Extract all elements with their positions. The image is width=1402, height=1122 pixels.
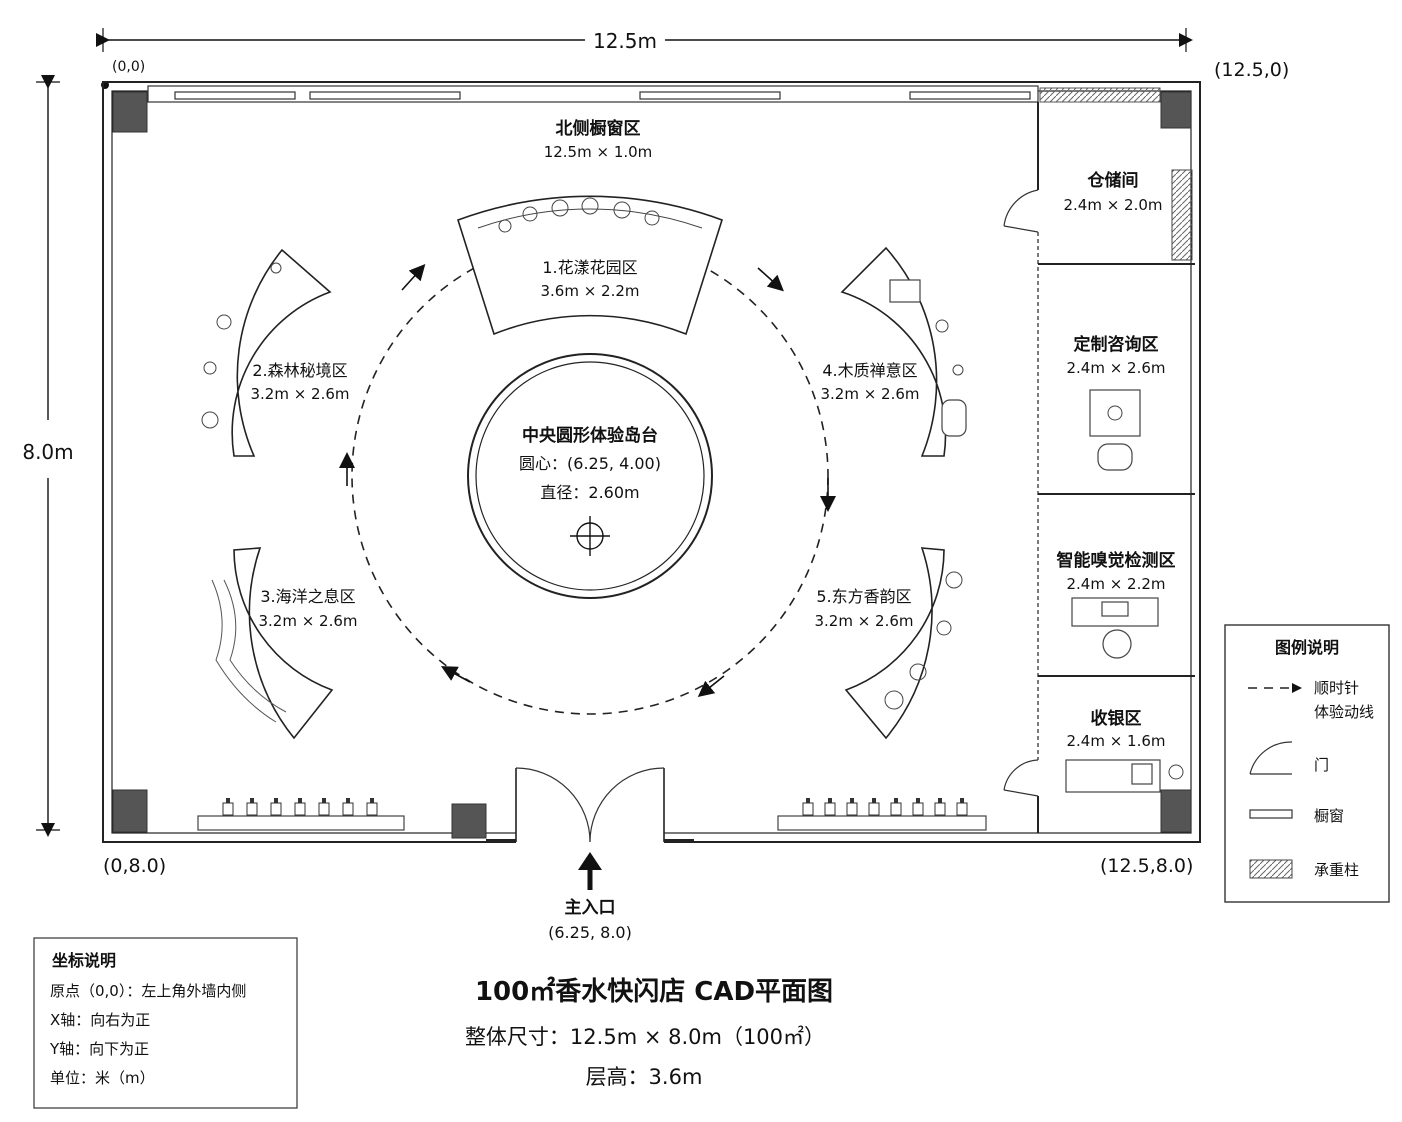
corner-origin: (0,0) — [112, 59, 145, 75]
zone-3-size: 3.2m × 2.6m — [258, 612, 357, 630]
coord-note-line-4: 单位：米（m） — [50, 1069, 155, 1087]
storage-size: 2.4m × 2.0m — [1063, 196, 1162, 214]
zone-2-name: 2.森林秘境区 — [252, 361, 347, 380]
south-shelves — [197, 815, 987, 831]
consult-size: 2.4m × 2.6m — [1066, 359, 1165, 377]
consult-name: 定制咨询区 — [1074, 334, 1159, 355]
coord-note: 坐标说明 原点（0,0）：左上角外墙内侧 X轴：向右为正 Y轴：向下为正 单位：… — [33, 937, 298, 1109]
zone-5-size: 3.2m × 2.6m — [814, 612, 913, 630]
perfume-bottle-icon — [294, 798, 306, 816]
zone-4-name: 4.木质禅意区 — [822, 361, 917, 380]
height-label: 8.0m — [22, 440, 73, 464]
central-island-diameter: 直径：2.60m — [540, 483, 639, 502]
zone-1-size: 3.6m × 2.2m — [540, 282, 639, 300]
entrance-doors — [486, 767, 694, 843]
central-island — [467, 353, 713, 599]
perfume-bottles-left — [222, 798, 378, 816]
smell-name: 智能嗅觉检测区 — [1057, 550, 1176, 571]
zone-4-size: 3.2m × 2.6m — [820, 385, 919, 403]
zone-1-display — [457, 195, 723, 336]
entrance-coord: (6.25, 8.0) — [548, 923, 632, 942]
coord-note-line-1: 原点（0,0）：左上角外墙内侧 — [50, 982, 246, 1000]
entrance-label: 主入口 — [565, 897, 616, 918]
legend-door-label: 门 — [1314, 756, 1329, 774]
window-legend-icon — [1249, 809, 1293, 819]
corner-top-right: (12.5,0) — [1214, 59, 1289, 81]
width-dimension: 12.5m — [96, 28, 1193, 53]
perfume-bottle-icon — [846, 798, 858, 816]
zone-3-name: 3.海洋之息区 — [260, 587, 355, 606]
checkout-size: 2.4m × 1.6m — [1066, 732, 1165, 750]
perfume-bottle-icon — [912, 798, 924, 816]
perfume-bottle-icon — [890, 798, 902, 816]
corner-bottom-right: (12.5,8.0) — [1100, 855, 1193, 877]
coord-note-title: 坐标说明 — [52, 951, 116, 970]
perfume-bottle-icon — [246, 798, 258, 816]
perfume-bottle-icon — [318, 798, 330, 816]
smell-size: 2.4m × 2.2m — [1066, 575, 1165, 593]
zone-5-name: 5.东方香韵区 — [816, 587, 911, 606]
perfume-bottle-icon — [342, 798, 354, 816]
legend-dash-label-1: 顺时针 — [1314, 679, 1359, 697]
columns — [112, 91, 1192, 839]
central-island-name: 中央圆形体验岛台 — [522, 425, 658, 446]
north-window-size: 12.5m × 1.0m — [544, 143, 653, 161]
height-dimension: 8.0m — [22, 75, 74, 837]
coord-note-line-3: Y轴：向下为正 — [49, 1040, 149, 1058]
right-rooms — [1003, 102, 1195, 833]
zone-1-name: 1.花漾花园区 — [542, 258, 637, 277]
zone-2-display — [201, 248, 332, 457]
perfume-bottles-right — [802, 798, 968, 816]
drawing-title: 100㎡香水快闪店 CAD平面图 — [475, 976, 833, 1007]
coord-note-line-2: X轴：向右为正 — [50, 1011, 150, 1029]
zone-4-display — [840, 246, 967, 457]
zone-2-size: 3.2m × 2.6m — [250, 385, 349, 403]
central-island-center: 圆心：(6.25, 4.00) — [519, 454, 661, 473]
legend: 图例说明 顺时针 体验动线 门 橱窗 承重柱 — [1224, 624, 1390, 903]
storage-name: 仓储间 — [1087, 170, 1139, 191]
zone-3-display — [211, 547, 334, 740]
entrance-arrow-icon — [578, 852, 602, 890]
legend-title: 图例说明 — [1275, 638, 1339, 657]
perfume-bottle-icon — [934, 798, 946, 816]
center-crosshair-icon — [570, 516, 610, 556]
perfume-bottle-icon — [270, 798, 282, 816]
checkout-name: 收银区 — [1091, 708, 1142, 729]
legend-window-label: 橱窗 — [1314, 807, 1344, 825]
perfume-bottle-icon — [802, 798, 814, 816]
north-window-name: 北侧橱窗区 — [556, 118, 641, 139]
perfume-bottle-icon — [222, 798, 234, 816]
perfume-bottle-icon — [868, 798, 880, 816]
legend-dash-label-2: 体验动线 — [1314, 703, 1374, 721]
corner-bottom-left: (0,8.0) — [103, 855, 166, 877]
perfume-bottle-icon — [956, 798, 968, 816]
overall-size: 整体尺寸：12.5m × 8.0m（100㎡） — [465, 1025, 825, 1049]
floor-height: 层高：3.6m — [586, 1065, 703, 1089]
perfume-bottle-icon — [366, 798, 378, 816]
width-label: 12.5m — [593, 29, 657, 53]
column-legend-icon — [1249, 859, 1293, 879]
door-legend-icon — [1249, 741, 1293, 775]
legend-column-label: 承重柱 — [1314, 861, 1359, 879]
zone-5-display — [844, 547, 963, 740]
perfume-bottle-icon — [824, 798, 836, 816]
